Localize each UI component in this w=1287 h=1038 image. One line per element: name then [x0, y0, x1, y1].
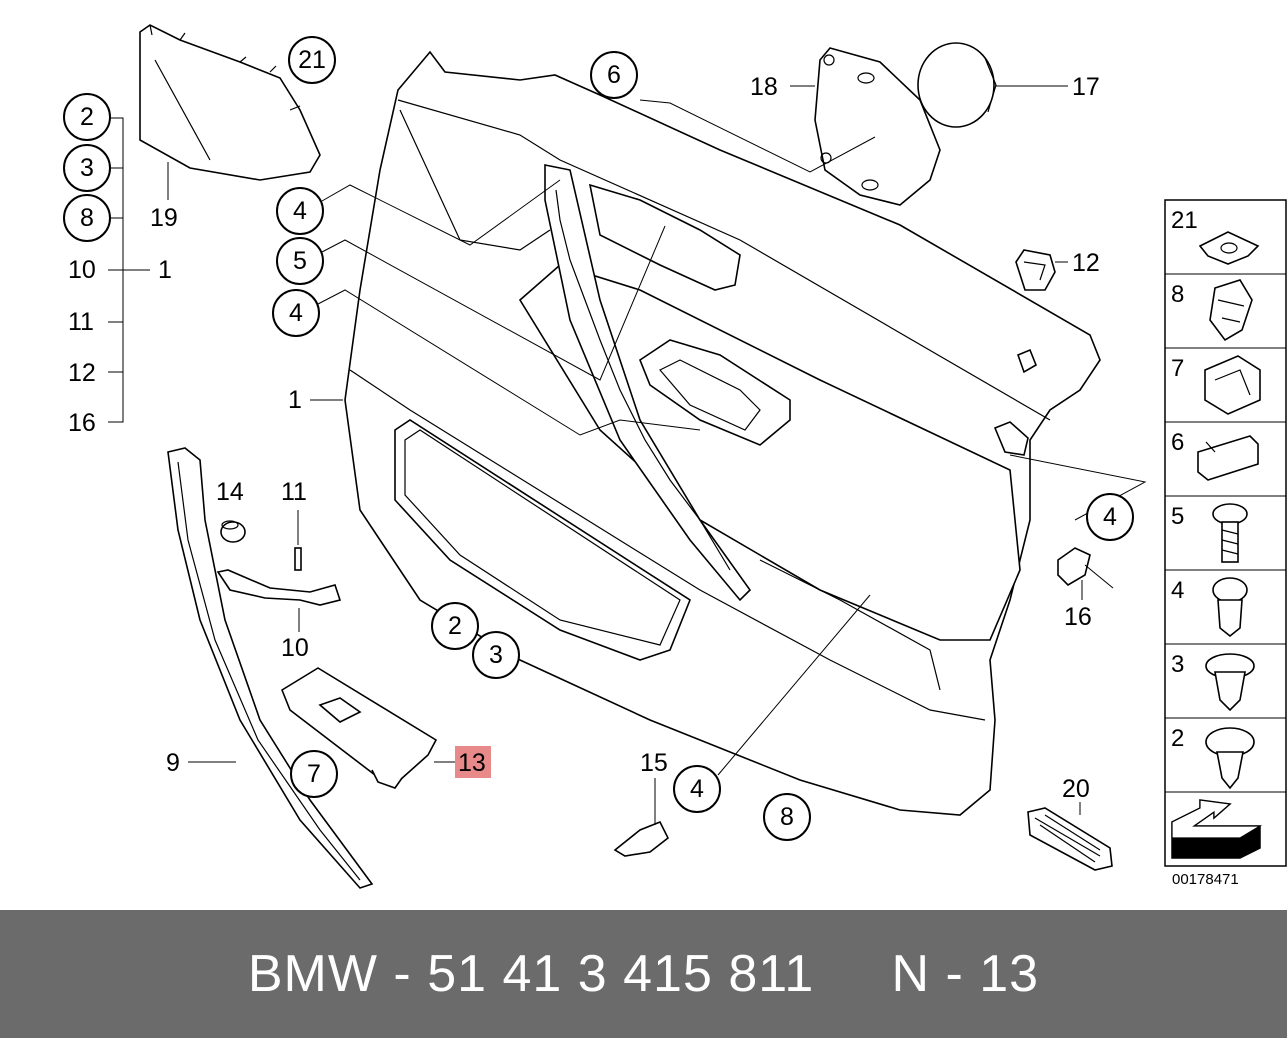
- label-12: 12: [68, 359, 96, 387]
- label-1-left: 1: [158, 256, 172, 284]
- callout-4-b: 4: [272, 289, 320, 337]
- callout-8: 8: [63, 194, 111, 242]
- svg-text:5: 5: [293, 247, 307, 275]
- pin-11: [294, 547, 302, 571]
- svg-text:3: 3: [1171, 651, 1184, 678]
- plug-14: [220, 520, 246, 543]
- svg-text:2: 2: [1171, 725, 1184, 752]
- label-16: 16: [68, 409, 96, 437]
- svg-text:8: 8: [1171, 281, 1184, 308]
- door-panel: [344, 50, 1101, 816]
- parts-diagram: 19 10 11 12 16 1 17 18 12 1 14 11 10 9 1…: [63, 24, 1287, 889]
- legend-item-3: 3: [1171, 651, 1255, 712]
- label-13: 13: [458, 749, 486, 777]
- fastener-legend: 21 8 7 6 5 4: [1164, 199, 1287, 888]
- legend-item-4: 4: [1171, 577, 1248, 638]
- label-1: 1: [288, 386, 302, 414]
- separator: -: [377, 945, 428, 1003]
- callout-4-c: 4: [1086, 493, 1134, 541]
- svg-text:8: 8: [80, 204, 94, 232]
- svg-text:6: 6: [607, 61, 621, 89]
- label-15: 15: [640, 749, 668, 777]
- callout-7: 7: [290, 750, 338, 798]
- legend-item-6: 6: [1171, 429, 1259, 481]
- callout-3-b: 3: [472, 631, 520, 679]
- svg-text:6: 6: [1171, 429, 1184, 456]
- svg-text:4: 4: [289, 299, 303, 327]
- label-16-right: 16: [1064, 603, 1092, 631]
- circled-callouts: 21 2 3 8 4 5 4 6 4 2 3 7 4 8: [63, 36, 1134, 841]
- plain-labels: 19 10 11 12 16 1 17 18 12 1 14 11 10 9 1…: [68, 73, 1100, 803]
- callout-3: 3: [63, 144, 111, 192]
- part-number: 51 41 3 415 811: [427, 945, 815, 1003]
- label-14: 14: [216, 478, 244, 506]
- callout-6: 6: [590, 51, 638, 99]
- handle-cover-10: [216, 569, 342, 606]
- pin-15: [613, 820, 670, 857]
- lamp-20: [1027, 807, 1113, 871]
- mirror-trim-panel: [139, 24, 321, 181]
- speaker-disc: [917, 42, 997, 128]
- label-10: 10: [68, 256, 96, 284]
- label-20: 20: [1062, 775, 1090, 803]
- svg-text:21: 21: [1171, 207, 1198, 234]
- label-11-mid: 11: [281, 478, 307, 506]
- position-label: N - 13: [891, 945, 1040, 1003]
- label-18: 18: [750, 73, 778, 101]
- svg-text:3: 3: [489, 641, 503, 669]
- label-10-mid: 10: [281, 634, 309, 662]
- callout-2-b: 2: [431, 602, 479, 650]
- svg-text:7: 7: [307, 760, 321, 788]
- svg-text:4: 4: [1171, 577, 1184, 604]
- legend-item-21: 21: [1171, 207, 1260, 265]
- svg-text:3: 3: [80, 154, 94, 182]
- legend-item-5: 5: [1171, 503, 1248, 563]
- direction-arrow-icon: [1171, 799, 1263, 859]
- svg-text:4: 4: [690, 775, 704, 803]
- clip-12: [1015, 249, 1056, 291]
- window-switch-13: [281, 667, 438, 789]
- svg-text:21: 21: [298, 46, 326, 74]
- label-17: 17: [1072, 73, 1100, 101]
- label-19: 19: [150, 204, 178, 232]
- callout-21: 21: [288, 36, 336, 84]
- part-number-footer: BMW - 51 41 3 415 811 N - 13: [0, 910, 1287, 1038]
- highlight-box-13: [455, 746, 491, 778]
- svg-text:7: 7: [1171, 355, 1184, 382]
- callout-5: 5: [276, 237, 324, 285]
- callout-8-b: 8: [763, 793, 811, 841]
- legend-item-8: 8: [1171, 279, 1253, 342]
- trim-strip-9: [167, 447, 374, 889]
- catalog-code: 00178471: [1172, 871, 1239, 888]
- brand: BMW: [247, 945, 378, 1003]
- label-12-right: 12: [1072, 249, 1100, 277]
- label-9: 9: [166, 749, 180, 777]
- svg-text:4: 4: [293, 197, 307, 225]
- footer-text: BMW - 51 41 3 415 811 N - 13: [248, 944, 1039, 1004]
- svg-text:2: 2: [80, 103, 94, 131]
- callout-2: 2: [63, 93, 111, 141]
- callout-4-a: 4: [276, 187, 324, 235]
- callout-4-d: 4: [673, 765, 721, 813]
- left-bracket: [108, 117, 169, 423]
- svg-text:2: 2: [448, 612, 462, 640]
- svg-text:5: 5: [1171, 503, 1184, 530]
- svg-text:8: 8: [780, 803, 794, 831]
- legend-item-2: 2: [1171, 725, 1255, 790]
- label-11: 11: [68, 308, 94, 336]
- svg-text:4: 4: [1103, 503, 1117, 531]
- legend-item-7: 7: [1171, 355, 1261, 415]
- gap: [814, 945, 891, 1003]
- lamp-16: [1057, 547, 1114, 589]
